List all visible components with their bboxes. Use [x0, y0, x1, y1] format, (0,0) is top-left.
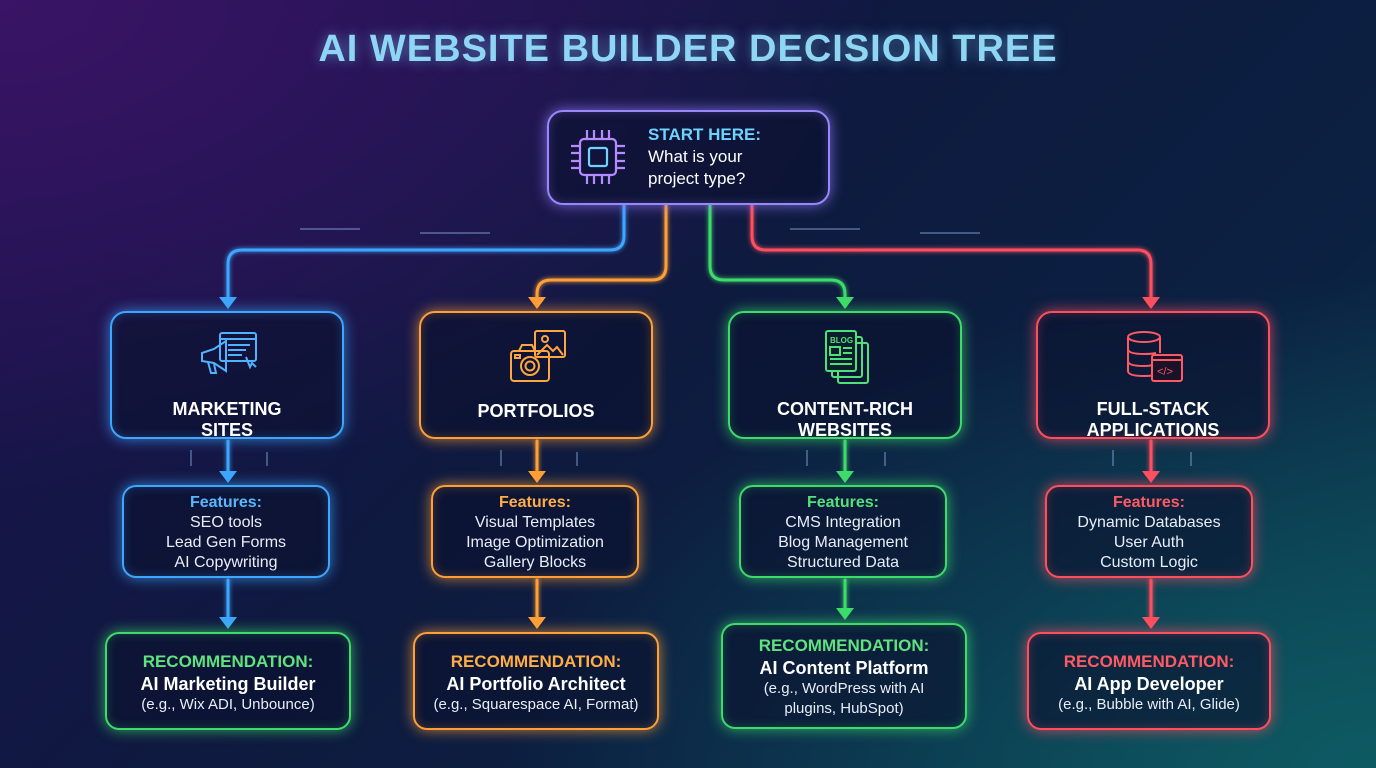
category-full-stack-applications: </> FULL-STACK APPLICATIONS: [1036, 311, 1270, 440]
recommendation-content-rich: RECOMMENDATION: AI Content Platform (e.g…: [721, 623, 967, 729]
arrowheads: [219, 297, 1160, 629]
blog-icon-text: BLOG: [830, 336, 853, 345]
connector-blue: [226, 204, 626, 302]
camera-image-icon: [510, 330, 566, 382]
cpu-chip-icon: [571, 130, 625, 184]
category-label: MARKETING SITES: [172, 399, 282, 440]
features-full-stack: Features: Dynamic Databases User Auth Cu…: [1045, 485, 1253, 578]
feature-item: Visual Templates: [474, 514, 596, 531]
feature-item: Structured Data: [786, 554, 900, 571]
category-content-rich-websites: BLOG CONTENT-RICH WEBSITES: [728, 311, 962, 440]
recommendation-examples: (e.g., Squarespace AI, Format): [433, 696, 639, 713]
megaphone-webpage-icon: [201, 332, 257, 374]
features-heading: Features:: [498, 494, 572, 511]
code-icon-text: </>: [1157, 366, 1173, 378]
recommendation-examples: (e.g., Wix ADI, Unbounce): [141, 696, 315, 713]
feature-item: Image Optimization: [466, 534, 604, 551]
category-portfolios: PORTFOLIOS: [419, 311, 653, 439]
feature-item: Gallery Blocks: [483, 554, 587, 571]
start-node: START HERE: What is your project type?: [547, 110, 830, 205]
connector-red: [750, 204, 1153, 302]
start-question-line1: What is your: [648, 147, 743, 166]
features-heading: Features:: [1112, 494, 1186, 511]
page-title: AI WEBSITE BUILDER DECISION TREE: [318, 28, 1058, 70]
recommendation-examples: plugins, HubSpot): [784, 700, 904, 717]
start-question-line2: project type?: [648, 169, 746, 188]
recommendation-name: AI App Developer: [1074, 674, 1224, 694]
features-heading: Features:: [189, 494, 263, 511]
feature-item: User Auth: [1113, 534, 1185, 551]
blog-documents-icon: BLOG: [825, 330, 869, 384]
recommendation-portfolios: RECOMMENDATION: AI Portfolio Architect (…: [413, 632, 659, 730]
category-label: FULL-STACK APPLICATIONS: [1086, 399, 1220, 440]
feature-item: Custom Logic: [1100, 554, 1198, 571]
feature-item: Lead Gen Forms: [165, 534, 287, 551]
category-label: PORTFOLIOS: [477, 401, 595, 421]
recommendation-heading: RECOMMENDATION:: [1063, 652, 1235, 671]
recommendation-heading: RECOMMENDATION:: [758, 636, 930, 655]
recommendation-heading: RECOMMENDATION:: [142, 652, 314, 671]
feature-item: Blog Management: [778, 534, 908, 551]
recommendation-name: AI Portfolio Architect: [446, 674, 626, 694]
connector-green: [708, 204, 847, 302]
features-heading: Features:: [806, 494, 880, 511]
recommendation-name: AI Marketing Builder: [140, 674, 316, 694]
features-content-rich: Features: CMS Integration Blog Managemen…: [739, 485, 947, 578]
connector-orange: [535, 204, 668, 302]
recommendation-full-stack: RECOMMENDATION: AI App Developer (e.g., …: [1027, 632, 1271, 730]
feature-item: AI Copywriting: [174, 554, 278, 571]
data-stream-dots: [190, 228, 1192, 466]
feature-item: CMS Integration: [785, 514, 901, 531]
recommendation-examples: (e.g., WordPress with AI: [763, 680, 925, 697]
recommendation-name: AI Content Platform: [759, 658, 929, 678]
category-marketing-sites: MARKETING SITES: [110, 311, 344, 440]
recommendation-heading: RECOMMENDATION:: [450, 652, 622, 671]
start-label: START HERE:: [648, 125, 762, 144]
features-portfolios: Features: Visual Templates Image Optimiz…: [431, 485, 639, 578]
database-code-icon: </>: [1127, 331, 1183, 382]
features-marketing: Features: SEO tools Lead Gen Forms AI Co…: [122, 485, 330, 578]
recommendation-marketing: RECOMMENDATION: AI Marketing Builder (e.…: [105, 632, 351, 730]
recommendation-examples: (e.g., Bubble with AI, Glide): [1058, 696, 1240, 713]
feature-item: Dynamic Databases: [1077, 514, 1221, 531]
feature-item: SEO tools: [189, 514, 263, 531]
category-label: CONTENT-RICH WEBSITES: [777, 399, 913, 440]
